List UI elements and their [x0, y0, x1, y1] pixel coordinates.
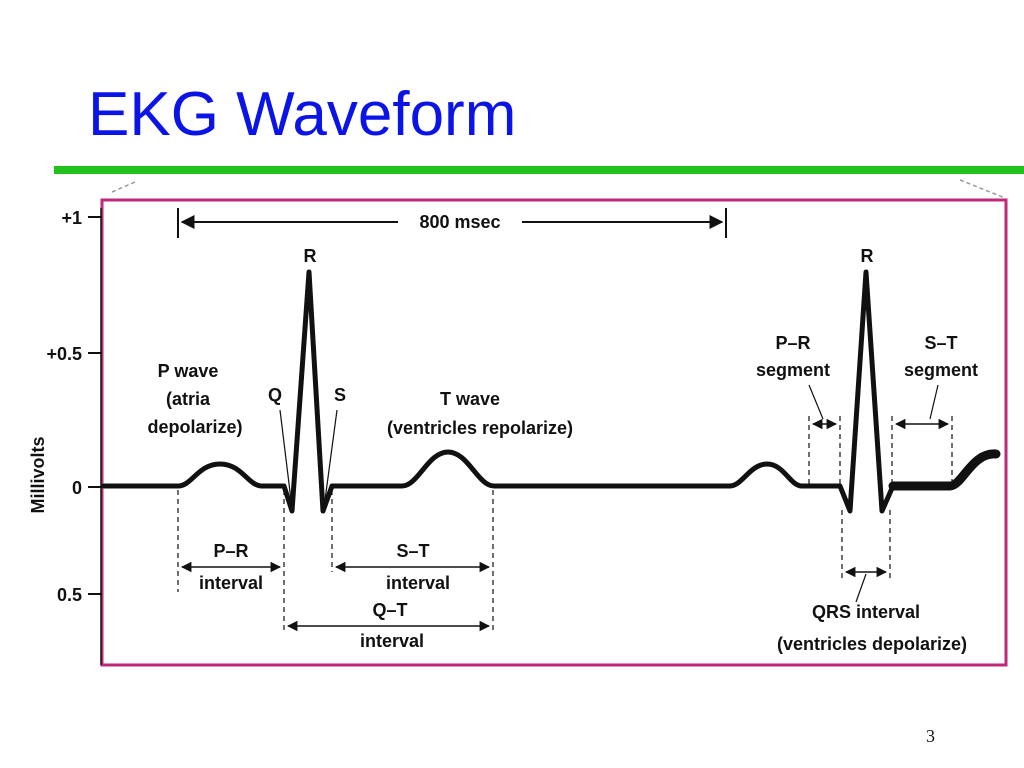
q-wave-pointer	[279, 409, 292, 501]
p-wave-label: P wave (atria depolarize)	[147, 361, 242, 437]
y-axis: +1 +0.5 0 0.5 Millivolts	[28, 208, 102, 665]
qt-interval-callout: Q–T interval	[286, 600, 491, 651]
t-wave-label-line: T wave	[440, 389, 500, 409]
pr-interval-callout: P–R interval	[180, 541, 282, 593]
pr-segment-callout: P–R segment	[756, 333, 841, 486]
st-interval-label: S–T	[396, 541, 429, 561]
duration-measure: 800 msec	[177, 208, 727, 238]
title-rule	[54, 166, 1024, 174]
page-number: 3	[926, 726, 935, 746]
qrs-interval-callout: QRS interval (ventricles depolarize)	[777, 566, 967, 654]
slide-title: EKG Waveform	[88, 80, 517, 149]
r-peak-label: R	[861, 246, 874, 266]
perspective-line-right	[959, 179, 1006, 199]
st-interval-callout: S–T interval	[334, 541, 491, 593]
s-wave-label: S	[334, 385, 346, 405]
st-segment-pointer	[929, 384, 939, 420]
t-wave-label: T wave (ventricles repolarize)	[387, 389, 573, 438]
ekg-trace-thick	[888, 449, 1001, 491]
p-wave-label-line: depolarize)	[147, 417, 242, 437]
st-segment-label: segment	[904, 360, 978, 380]
interval-boundaries	[177, 490, 891, 630]
t-wave-label-line: (ventricles repolarize)	[387, 418, 573, 438]
p-wave-label-line: (atria	[166, 389, 211, 409]
pr-interval-label: P–R	[213, 541, 248, 561]
p-wave-label-line: P wave	[158, 361, 219, 381]
y-axis-title: Millivolts	[28, 436, 48, 513]
st-segment-label: S–T	[924, 333, 957, 353]
pr-segment-label: segment	[756, 360, 830, 380]
perspective-line-left	[111, 181, 136, 193]
y-tick-label: 0	[72, 478, 82, 498]
st-interval-label: interval	[386, 573, 450, 593]
qrs-interval-label: (ventricles depolarize)	[777, 634, 967, 654]
s-wave-pointer	[324, 409, 338, 501]
y-tick-label: +1	[61, 208, 82, 228]
qrs-interval-pointer	[855, 573, 867, 603]
pr-interval-label: interval	[199, 573, 263, 593]
qt-interval-label: interval	[360, 631, 424, 651]
q-wave-label: Q	[268, 385, 282, 405]
duration-label: 800 msec	[419, 212, 500, 232]
y-tick-label: +0.5	[46, 344, 82, 364]
y-tick-label: 0.5	[57, 585, 82, 605]
qrs-interval-label: QRS interval	[812, 602, 920, 622]
qt-interval-label: Q–T	[372, 600, 407, 620]
pr-segment-pointer	[808, 384, 824, 420]
pr-segment-label: P–R	[775, 333, 810, 353]
ekg-trace	[101, 269, 953, 514]
st-segment-callout: S–T segment	[891, 333, 978, 486]
r-peak-label: R	[304, 246, 317, 266]
